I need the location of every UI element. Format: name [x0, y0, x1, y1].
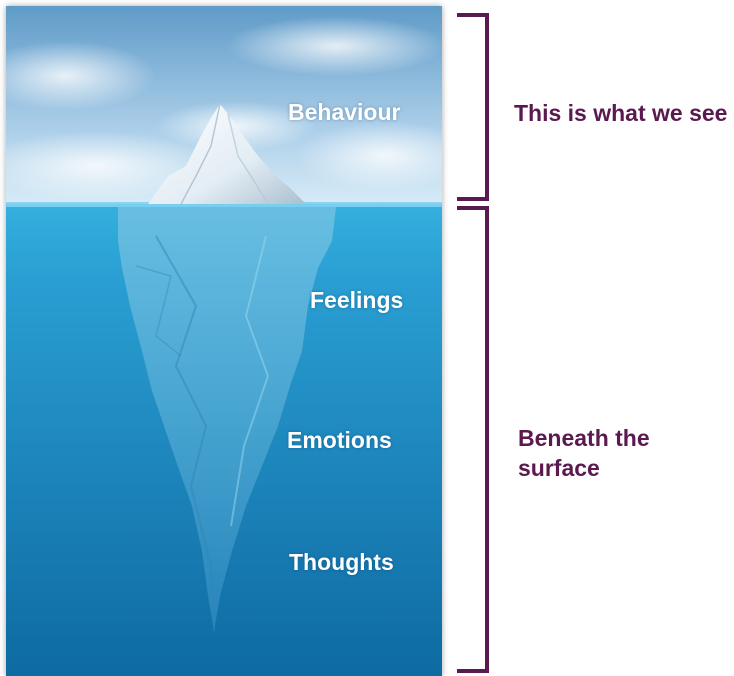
visible-caption: This is what we see: [514, 100, 728, 126]
thoughts-label: Thoughts: [289, 549, 394, 575]
visible-bracket: [457, 13, 489, 201]
iceberg-image: Behaviour Feelings Emotions Thoughts: [6, 6, 442, 676]
hidden-bracket: [457, 206, 489, 673]
feelings-label: Feelings: [310, 287, 404, 313]
emotions-label: Emotions: [287, 427, 392, 453]
hidden-caption: Beneath the surface: [518, 425, 650, 481]
behaviour-label: Behaviour: [288, 99, 401, 125]
